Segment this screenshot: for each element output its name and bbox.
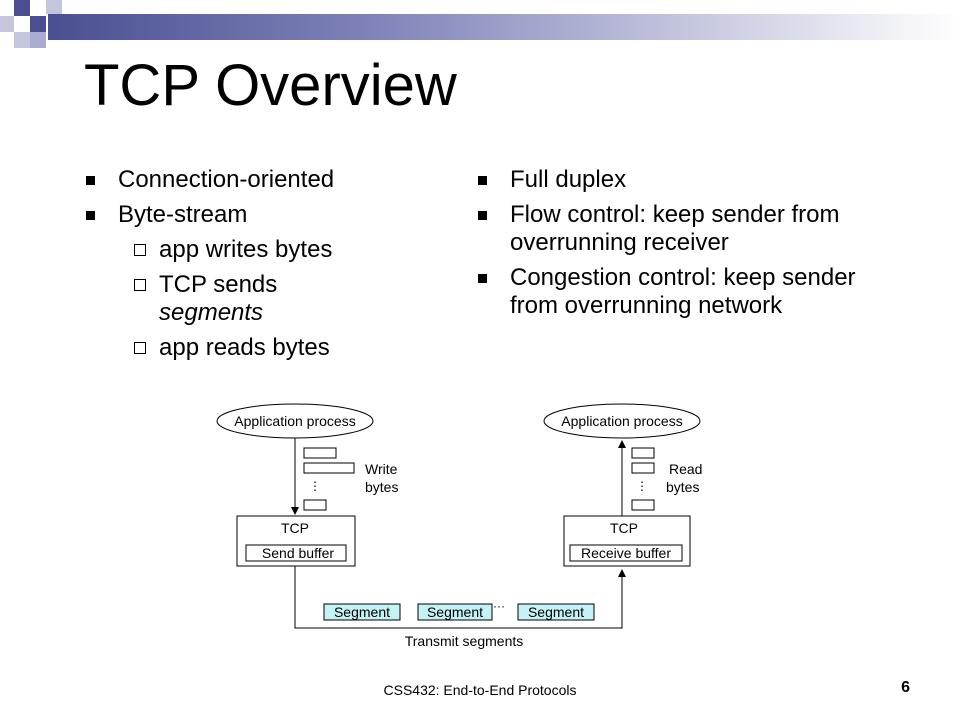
write-label: Write	[365, 461, 398, 477]
segment-label: Segment	[528, 604, 584, 620]
segment-box	[417, 603, 493, 621]
page-number: 6	[901, 679, 910, 696]
receiver-app-label: Application process	[561, 413, 682, 429]
read-label: bytes	[666, 479, 699, 495]
logo-square	[30, 16, 46, 32]
bullet-item: Full duplex	[474, 166, 894, 194]
logo-square	[46, 0, 62, 14]
footer-text: CSS432: End-to-End Protocols	[383, 682, 577, 698]
bullet-item: Byte-stream	[82, 201, 402, 229]
byte-box	[303, 499, 327, 511]
send-buffer	[245, 544, 347, 562]
sender-app-label: Application process	[234, 413, 355, 429]
bullet-text: Connection-oriented	[118, 166, 335, 193]
sub-bullet-text-italic: segments	[159, 299, 264, 326]
ellipsis: ⋮	[309, 479, 321, 493]
transmit-path	[294, 566, 626, 629]
write-label: bytes	[365, 479, 398, 495]
receiver-app-ellipse	[543, 403, 701, 439]
byte-box	[631, 447, 655, 459]
bullet-text: overrunning receiver	[510, 229, 729, 256]
byte-box	[303, 462, 355, 474]
receive-buffer-label: Receive buffer	[581, 545, 671, 561]
sub-bullet-text: app writes bytes	[159, 236, 333, 263]
bullet-text: Flow control: keep sender from	[510, 201, 840, 228]
segment-label: Segment	[334, 604, 390, 620]
slide-title: TCP Overview	[84, 53, 457, 118]
sender-tcp-label: TCP	[281, 520, 309, 536]
segment-box	[323, 603, 401, 621]
receiver-tcp-label: TCP	[610, 520, 638, 536]
byte-box	[631, 462, 655, 474]
ellipsis: ···	[493, 599, 505, 613]
title-bar-gradient	[48, 14, 960, 40]
left-bullet-list: Connection-oriented Byte-stream app writ…	[82, 166, 402, 369]
send-buffer-label: Send buffer	[262, 545, 334, 561]
byte-box	[631, 499, 655, 511]
byte-box	[303, 447, 337, 459]
logo-square	[30, 0, 46, 16]
receive-buffer	[569, 544, 683, 562]
read-label: Read	[669, 461, 702, 477]
segment-label: Segment	[427, 604, 483, 620]
bullet-text: Byte-stream	[118, 201, 248, 228]
bullet-text: from overrunning network	[510, 292, 783, 319]
sub-bullet-text: TCP sends	[159, 271, 278, 298]
ellipsis: ⋮	[636, 479, 648, 493]
logo-square	[14, 16, 30, 32]
sub-bullet-item: app reads bytes	[82, 334, 402, 362]
right-bullet-list: Full duplex Flow control: keep sender fr…	[474, 166, 894, 327]
sub-bullet-text: app reads bytes	[159, 334, 330, 361]
bullet-text: Full duplex	[510, 166, 627, 193]
logo-square	[0, 16, 14, 32]
logo-square	[30, 32, 46, 48]
bullet-text: Congestion control: keep sender	[510, 264, 856, 291]
transmit-label: Transmit segments	[405, 633, 524, 649]
bullet-item: Connection-oriented	[82, 166, 402, 194]
logo-square	[14, 0, 30, 16]
logo-square	[14, 32, 30, 48]
sub-bullet-item: app writes bytes	[82, 236, 402, 264]
segment-box	[517, 603, 595, 621]
